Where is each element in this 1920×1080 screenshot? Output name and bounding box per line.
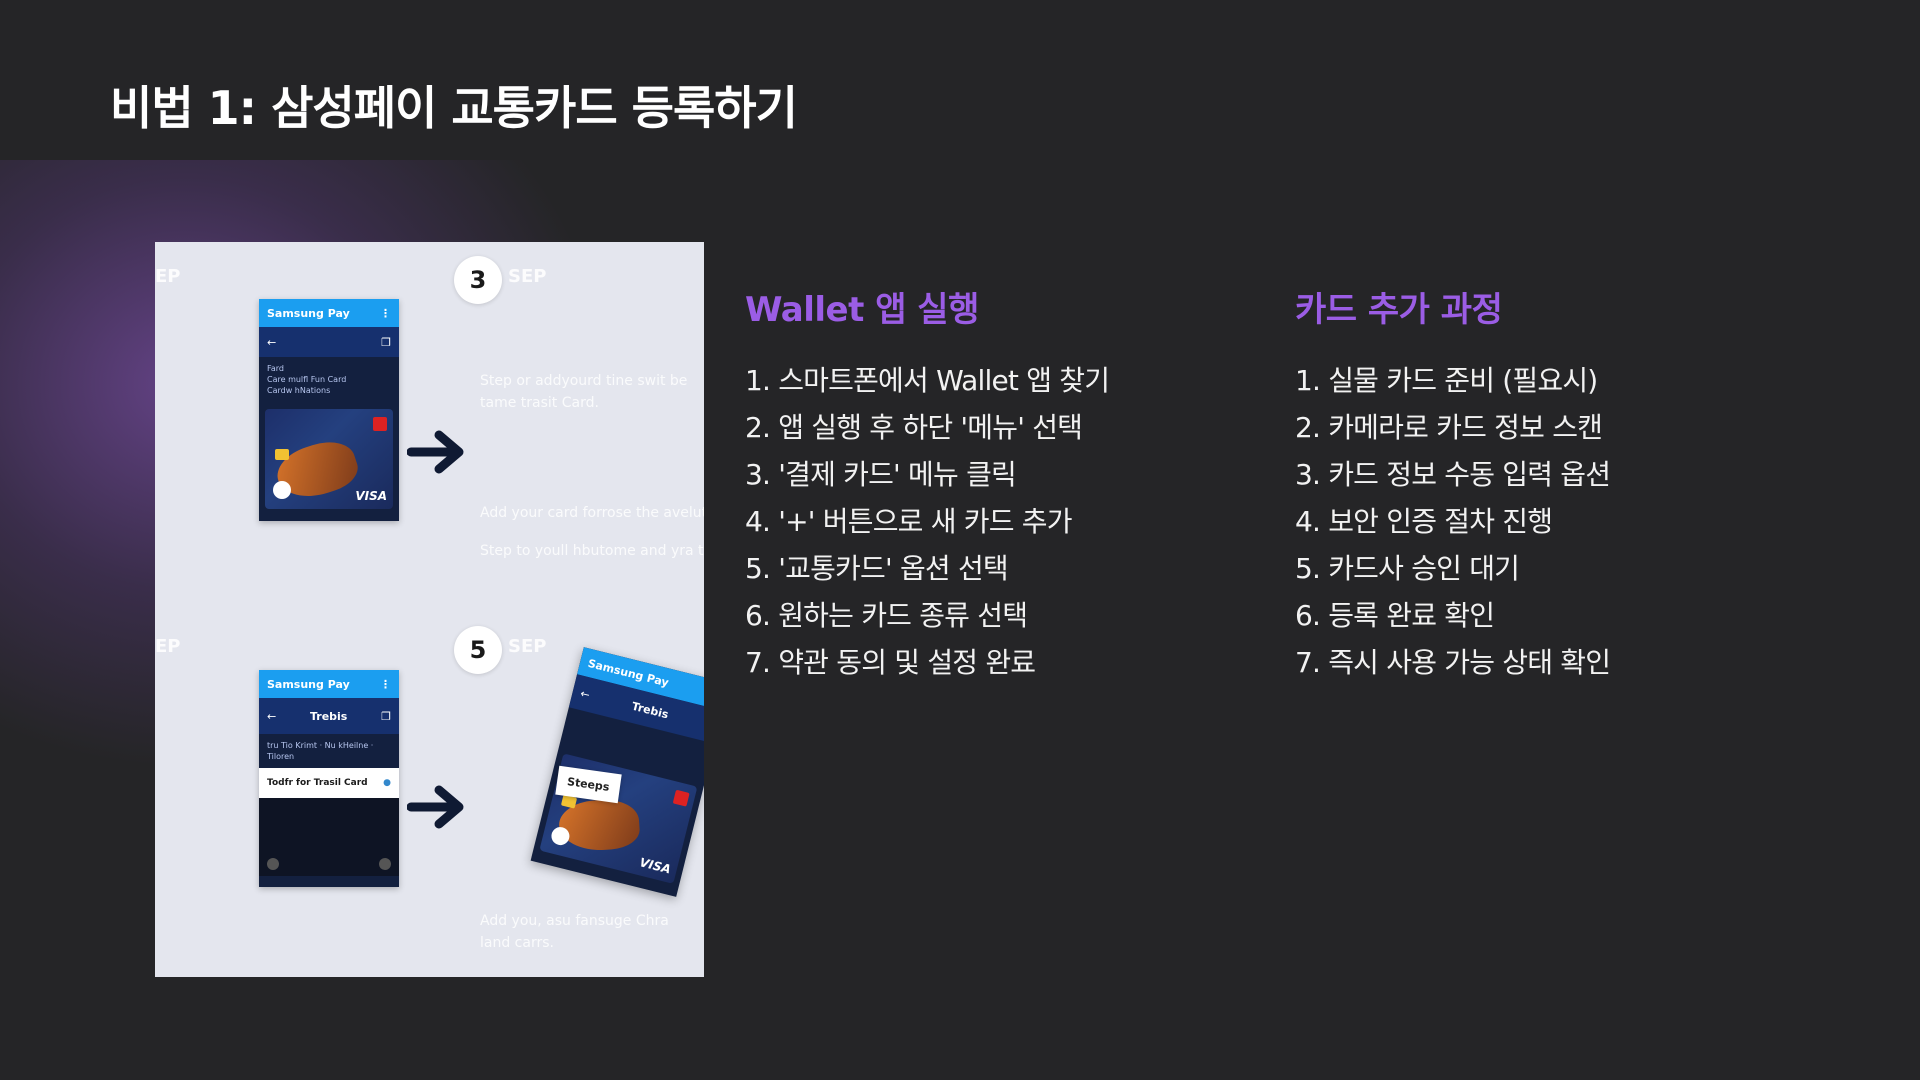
ghost-caption: Step or addyourd tine swit be tame trasi… <box>480 373 688 412</box>
phone-header-label: Samsung Pay <box>267 306 350 320</box>
list-item: 2. 앱 실행 후 하단 '메뉴' 선택 <box>745 411 1083 444</box>
step-list: 1. 실물 카드 준비 (필요시) 2. 카메라로 카드 정보 스캔 3. 카드… <box>1295 357 1611 686</box>
circle-icon <box>273 480 291 499</box>
step-number-badge: 3 <box>454 256 502 304</box>
list-item: 3. 카드 정보 수동 입력 옵션 <box>1295 458 1611 491</box>
list-item: 5. '교통카드' 옵션 선택 <box>745 552 1009 585</box>
list-item: 5. 카드사 승인 대기 <box>1295 552 1520 585</box>
phone-row-text: Cardw hNations <box>267 386 331 396</box>
phone-row-text: tru Tio Krimt · Nu kHeilne · Tiloren <box>267 741 374 762</box>
list-item: 7. 즉시 사용 가능 상태 확인 <box>1295 646 1611 679</box>
list-item: 4. '+' 버튼으로 새 카드 추가 <box>745 505 1073 538</box>
phone-header-label: Samsung Pay <box>267 677 350 691</box>
list-item: 6. 원하는 카드 종류 선택 <box>745 599 1028 632</box>
credit-card-image: VISA <box>265 408 393 509</box>
transit-card-option-label: Todfr for Trasil Card <box>267 778 368 788</box>
step-list: 1. 스마트폰에서 Wallet 앱 찾기 2. 앱 실행 후 하단 '메뉴' … <box>745 357 1110 686</box>
phone-header: Samsung Pay ⋮ <box>259 299 399 327</box>
list-item: 7. 약관 동의 및 설정 완료 <box>745 646 1036 679</box>
phone-row-text: Fard <box>267 364 284 373</box>
card-add-column: 카드 추가 과정 1. 실물 카드 준비 (필요시) 2. 카메라로 카드 정보… <box>1295 282 1611 686</box>
phone-dark-area <box>259 798 399 876</box>
list-item: 1. 스마트폰에서 Wallet 앱 찾기 <box>745 364 1110 397</box>
list-item: 2. 카메라로 카드 정보 스캔 <box>1295 411 1603 444</box>
wallet-launch-column: Wallet 앱 실행 1. 스마트폰에서 Wallet 앱 찾기 2. 앱 실… <box>745 282 1110 686</box>
right-arrow-icon <box>407 430 464 474</box>
back-arrow-icon: ← <box>267 335 277 349</box>
dot-icon <box>267 858 279 870</box>
phone-mockup: Samsung Pay ⋮ ← ❐ Fard Care mulfl Fun Ca… <box>259 299 399 521</box>
ghost-caption: Add you, asu fansuge Chra land carrs. <box>480 913 669 952</box>
list-item: 4. 보안 인증 절차 진행 <box>1295 505 1553 538</box>
ghost-caption: Step to youll hbutome and yra to <box>480 543 704 559</box>
list-item: 3. '결제 카드' 메뉴 클릭 <box>745 458 1017 491</box>
phone-nav-bar: ← ❐ <box>259 327 399 357</box>
ghost-caption: Add your card forrose the aveluti <box>480 505 704 521</box>
phone-header: Samsung Pay ⋮ <box>259 670 399 698</box>
sep-label: SEP <box>508 636 547 657</box>
visa-logo: VISA <box>355 488 387 503</box>
phone-row-text: Care mulfl Fun Card <box>267 375 347 385</box>
badge-icon <box>373 416 387 431</box>
transit-card-option: Todfr for Trasil Card ● <box>259 768 399 798</box>
copy-icon: ❐ <box>381 709 391 723</box>
toggle-icon: ● <box>383 778 391 788</box>
phone-mockup: Samsung Pay ⋮ ← Trebis ❐ tru Tio Krimt ·… <box>259 670 399 887</box>
right-arrow-icon <box>407 785 464 829</box>
phone-bar-title: Trebis <box>309 709 348 723</box>
sep-label: SEP <box>508 266 547 287</box>
column-heading: Wallet 앱 실행 <box>745 290 979 330</box>
visa-logo: VISA <box>638 855 673 877</box>
more-icon: ⋮ <box>380 306 391 320</box>
badge-icon <box>672 789 690 807</box>
back-arrow-icon: ← <box>579 686 592 702</box>
phone-mockup-tilted: Samsung Pay ← Trebis VISA <box>530 647 704 897</box>
sep-label: EP <box>155 266 181 287</box>
step-number-badge: 5 <box>454 626 502 674</box>
chip-icon <box>275 448 289 460</box>
sep-label: EP <box>155 636 181 657</box>
copy-icon: ❐ <box>381 335 391 349</box>
phone-nav-bar: ← Trebis ❐ <box>259 698 399 734</box>
list-item: 6. 등록 완료 확인 <box>1295 599 1495 632</box>
list-item: 1. 실물 카드 준비 (필요시) <box>1295 364 1598 397</box>
phone-bar-title: Trebis <box>630 699 670 721</box>
column-heading: 카드 추가 과정 <box>1295 290 1503 330</box>
back-arrow-icon: ← <box>267 709 277 723</box>
dot-icon <box>379 858 391 870</box>
instruction-illustration: EP 3 SEP EP 5 SEP Step or addyourd tine … <box>155 242 704 977</box>
page-title: 비법 1: 삼성페이 교통카드 등록하기 <box>110 81 798 135</box>
more-icon: ⋮ <box>380 677 391 691</box>
phone-card-info: Fard Care mulfl Fun Card Cardw hNations <box>259 357 399 403</box>
